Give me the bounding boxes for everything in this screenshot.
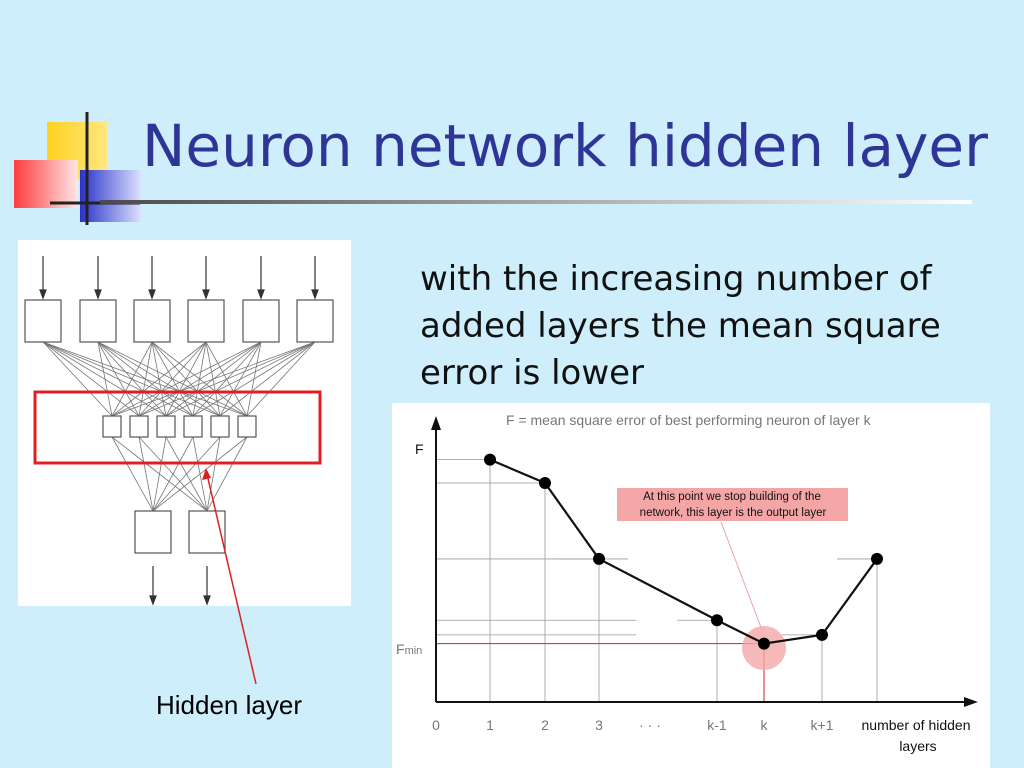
input-neuron	[24, 299, 62, 343]
hidden-neuron	[237, 415, 257, 438]
hidden-neuron	[210, 415, 230, 438]
data-point	[871, 552, 883, 565]
input-neuron	[133, 299, 171, 343]
connection-input-hidden	[97, 341, 113, 417]
connection-hidden-output	[111, 436, 154, 512]
connection-input-hidden	[138, 341, 262, 417]
network-neurons	[24, 299, 334, 554]
error-plot-panel	[392, 403, 990, 768]
connection-input-hidden	[111, 341, 262, 417]
connection-input-hidden	[111, 341, 316, 417]
deco-red-square	[14, 160, 78, 208]
data-point	[816, 628, 828, 641]
connection-input-hidden	[97, 341, 140, 417]
connection-input-hidden	[138, 341, 316, 417]
input-neuron	[79, 299, 117, 343]
hidden-layer-caption: Hidden layer	[156, 690, 302, 720]
annotation-line2: network, this layer is the output layer	[640, 507, 827, 519]
network-connections	[42, 341, 316, 512]
connection-hidden-output	[152, 436, 248, 512]
connection-input-hidden	[111, 341, 207, 417]
connection-hidden-output	[206, 436, 248, 512]
connection-hidden-output	[152, 436, 194, 512]
x-tick-label: 2	[541, 717, 549, 733]
hidden-layer-pointer-head	[202, 468, 211, 480]
connection-hidden-output	[152, 436, 167, 512]
input-neuron	[296, 299, 334, 343]
hidden-layer-pointer	[205, 469, 257, 685]
input-arrow-head	[257, 289, 265, 300]
output-arrow-head	[203, 595, 211, 606]
input-neuron	[187, 299, 225, 343]
connection-input-hidden	[192, 341, 316, 417]
x-tick-label: k+1	[811, 717, 834, 733]
input-neuron	[242, 299, 280, 343]
y-min-label: Fmin	[396, 641, 422, 657]
annotation-line1: At this point we stop building of the	[643, 491, 821, 503]
connection-input-hidden	[246, 341, 316, 417]
hidden-neuron	[102, 415, 122, 438]
body-text: with the increasing number of added laye…	[420, 259, 941, 393]
data-point	[484, 453, 496, 466]
connection-hidden-output	[138, 436, 154, 512]
annotation-box	[617, 488, 848, 521]
plot-grid	[436, 459, 878, 702]
x-tick-label: k	[761, 717, 769, 733]
input-arrow-head	[311, 289, 319, 300]
connection-hidden-output	[152, 436, 221, 512]
connection-hidden-output	[206, 436, 221, 512]
connection-input-hidden	[138, 341, 207, 417]
x-tick-label: 0	[432, 717, 440, 733]
annotation-pointer	[720, 521, 763, 631]
x-axis-arrow	[964, 697, 978, 707]
connection-input-hidden	[165, 341, 316, 417]
hidden-neuron	[156, 415, 176, 438]
input-arrow-head	[94, 289, 102, 300]
x-axis-label-line1: number of hidden	[862, 717, 971, 733]
error-points	[484, 453, 883, 650]
connection-input-hidden	[219, 341, 316, 417]
data-point	[539, 477, 551, 489]
slide-title: Neuron network hidden layer	[142, 112, 988, 180]
deco-blue-square	[80, 170, 142, 222]
x-tick-label: · · ·	[639, 717, 661, 733]
x-tick-label: 1	[486, 717, 494, 733]
data-point	[593, 552, 605, 565]
input-arrow-head	[148, 289, 156, 300]
connection-input-hidden	[111, 341, 153, 417]
output-neuron	[134, 510, 172, 554]
data-point	[758, 637, 770, 650]
error-plot-title: F = mean square error of best performing…	[506, 412, 872, 428]
title-underline	[100, 200, 972, 204]
network-arrows	[39, 256, 319, 606]
data-point	[711, 614, 723, 627]
input-arrow-head	[202, 289, 210, 300]
hidden-layer-highlight	[33, 390, 322, 465]
connection-input-hidden	[42, 341, 113, 417]
x-tick-labels: 0 1 2 3 · · · k-1 k k+1	[432, 717, 834, 733]
input-arrow-head	[39, 289, 47, 300]
hidden-neuron	[129, 415, 149, 438]
y-axis-label: F	[415, 441, 424, 457]
x-tick-label: k-1	[707, 717, 727, 733]
y-axis-arrow	[431, 416, 441, 430]
output-neuron	[188, 510, 226, 554]
output-arrow-head	[149, 595, 157, 606]
x-axis-label-line2: layers	[899, 738, 936, 754]
hidden-neuron	[183, 415, 203, 438]
x-tick-label: 3	[595, 717, 603, 733]
connection-input-hidden	[138, 341, 153, 417]
connection-input-hidden	[42, 341, 140, 417]
